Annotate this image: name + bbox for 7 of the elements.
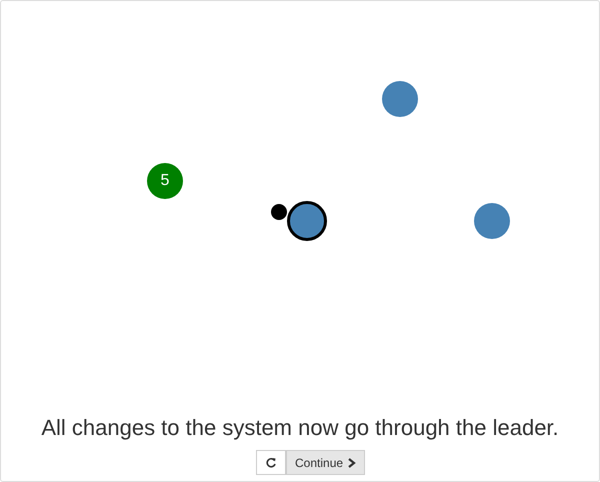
leader-node — [287, 201, 327, 241]
message-dot — [271, 204, 287, 220]
candidate-node: 5 — [147, 163, 183, 199]
continue-button: Continue — [286, 450, 366, 475]
follower-node — [474, 203, 510, 239]
caption-text: All changes to the system now go through the leader. — [41, 415, 559, 440]
follower-node — [382, 81, 418, 117]
